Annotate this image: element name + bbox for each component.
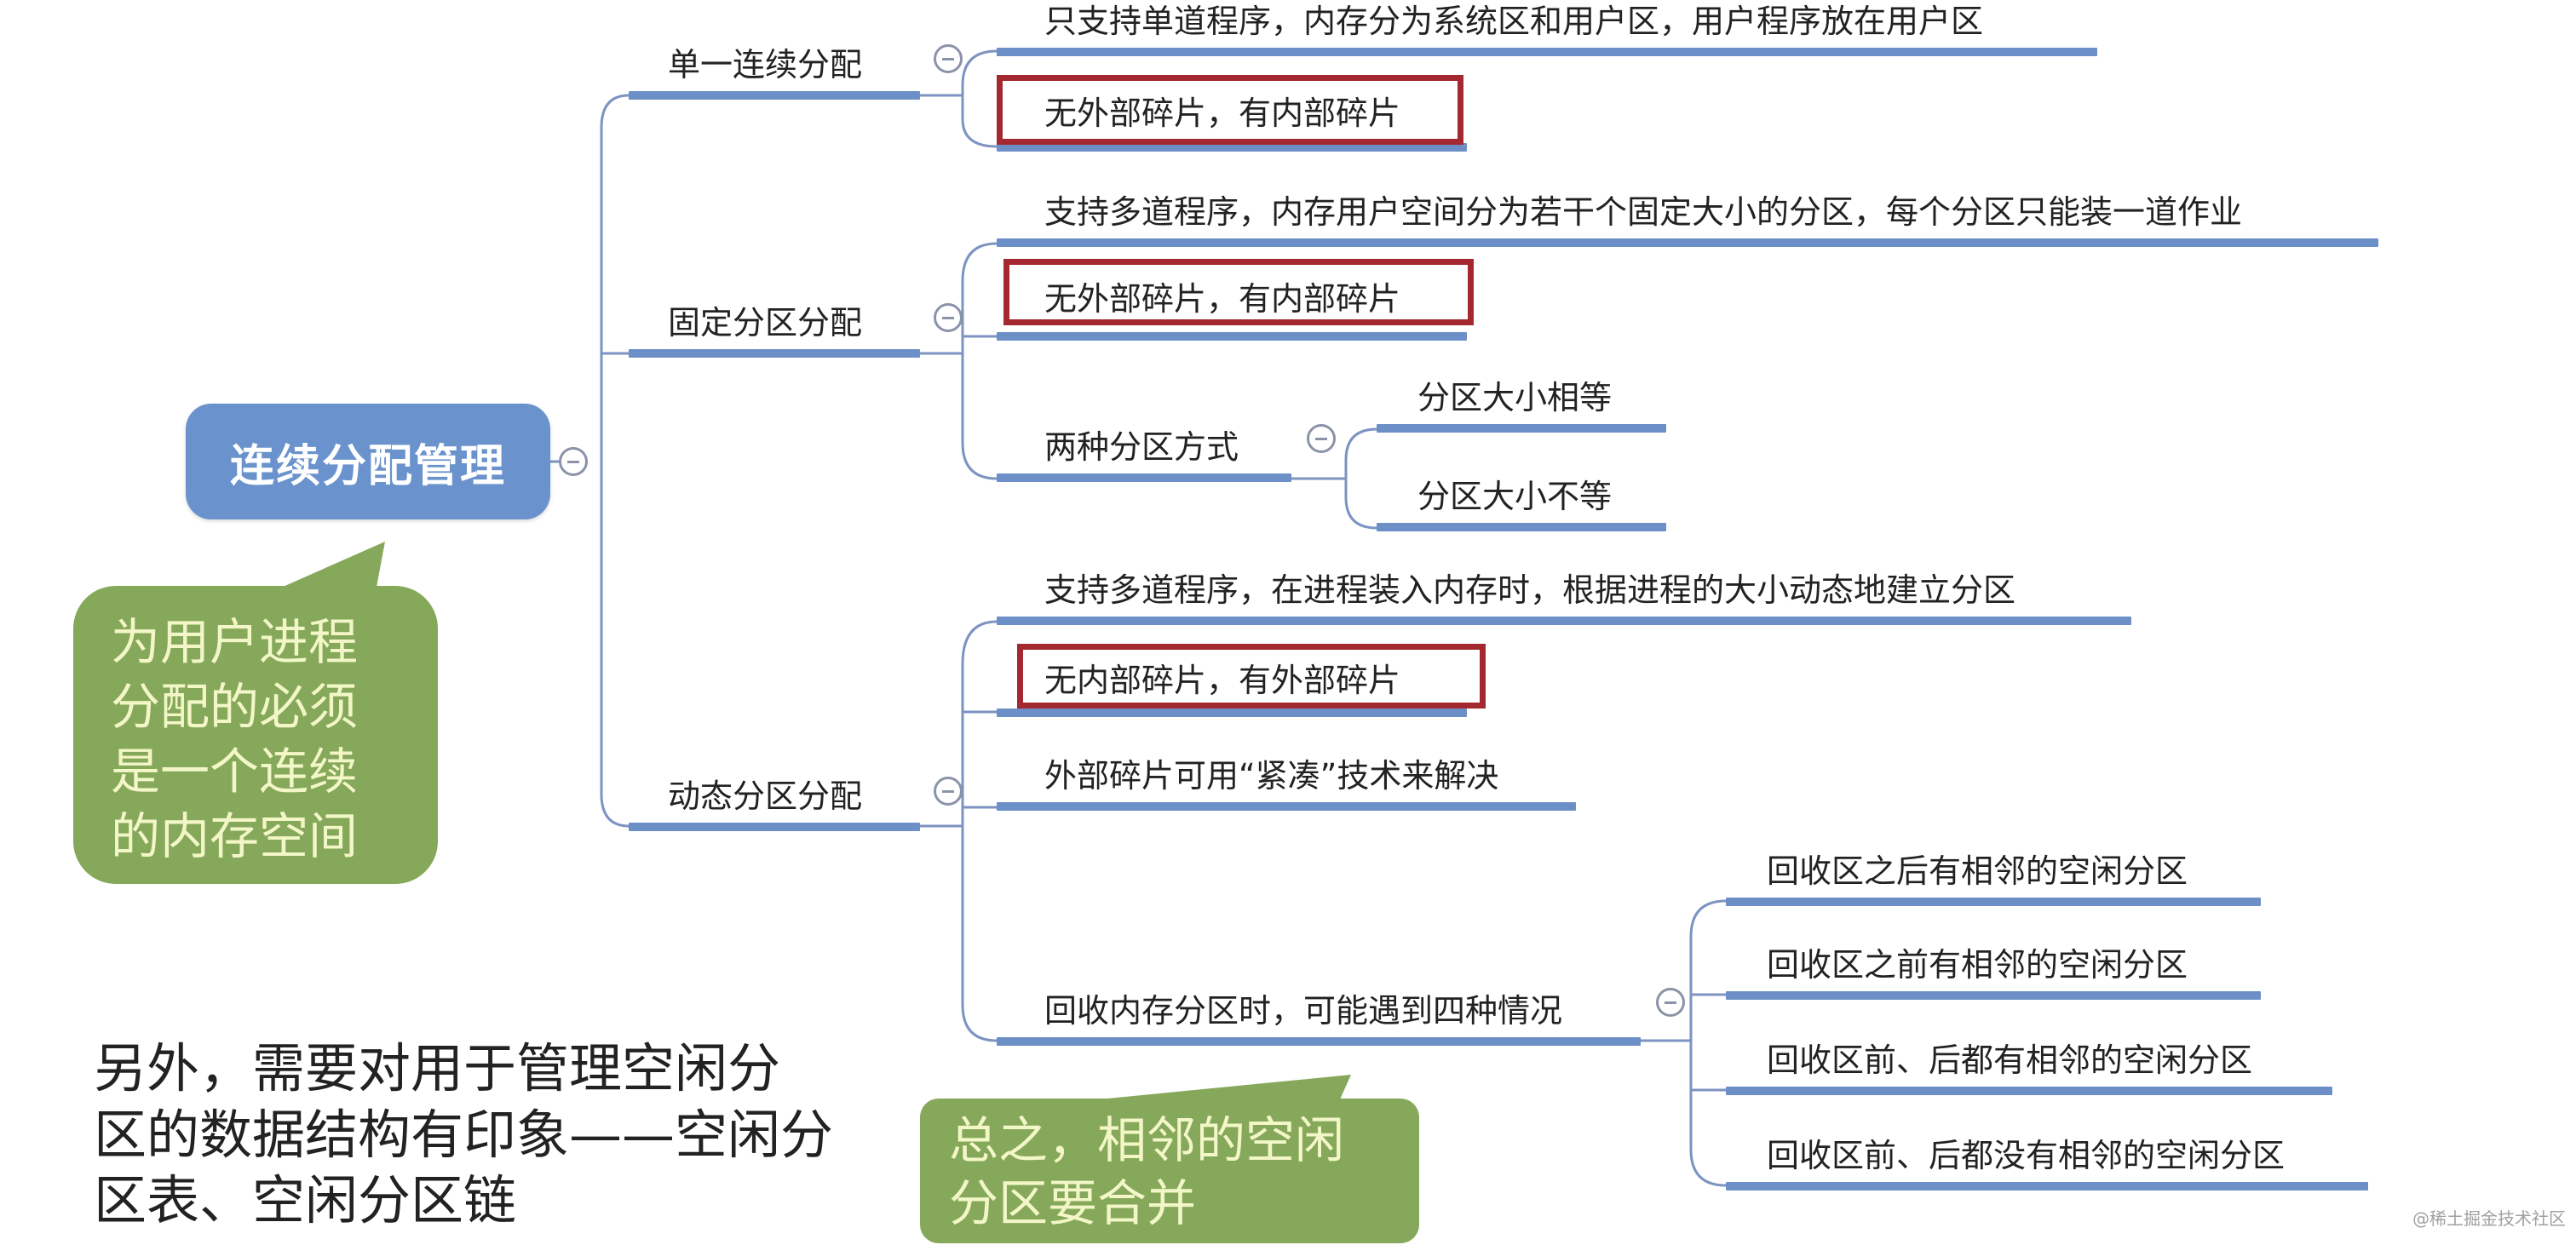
leaf-underline bbox=[997, 143, 1467, 152]
leaf-fixed-fragment[interactable]: 无外部碎片，有内部碎片 bbox=[997, 260, 1467, 341]
leaf-label: 回收区之后有相邻的空闲分区 bbox=[1767, 852, 2188, 890]
highlight-box bbox=[1003, 259, 1474, 325]
branch-fixed-partition[interactable]: 固定分区分配 bbox=[629, 298, 920, 358]
leaf-label: 两种分区方式 bbox=[1044, 428, 1239, 466]
leaf-label: 外部碎片可用“紧凑”技术来解决 bbox=[1044, 757, 1499, 795]
watermark: @稀土掘金技术社区 bbox=[2412, 1208, 2566, 1229]
leaf-label: 无外部碎片，有内部碎片 bbox=[1044, 95, 1401, 132]
leaf-compaction[interactable]: 外部碎片可用“紧凑”技术来解决 bbox=[997, 743, 1576, 811]
callout-merge-note: 总之，相邻的空闲 分区要合并 bbox=[920, 1099, 1419, 1243]
branch-label: 动态分区分配 bbox=[668, 777, 863, 815]
leaf-label: 只支持单道程序，内存分为系统区和用户区，用户程序放在用户区 bbox=[1044, 3, 1984, 40]
callout-line: 是一个连续 bbox=[111, 743, 359, 800]
collapse-icon[interactable] bbox=[934, 777, 963, 806]
callout-line: 为用户进程 bbox=[111, 613, 359, 671]
branch-single-contiguous[interactable]: 单一连续分配 bbox=[629, 34, 920, 100]
footnote-free-partition: 另外，需要对用于管理空闲分 区的数据结构有印象——空闲分 区表、空闲分区链 bbox=[94, 1036, 833, 1234]
footnote-line: 另外，需要对用于管理空闲分 bbox=[94, 1037, 781, 1099]
leaf-case-neither[interactable]: 回收区前、后都没有相邻的空闲分区 bbox=[1726, 1122, 2368, 1190]
branch-underline bbox=[629, 91, 920, 100]
leaf-underline bbox=[997, 48, 2097, 56]
leaf-case-both[interactable]: 回收区前、后都有相邻的空闲分区 bbox=[1726, 1027, 2332, 1095]
leaf-label: 支持多道程序，在进程装入内存时，根据进程的大小动态地建立分区 bbox=[1044, 571, 2016, 609]
leaf-underline bbox=[1726, 1087, 2332, 1095]
leaf-label: 分区大小相等 bbox=[1417, 379, 1613, 416]
branch-label: 单一连续分配 bbox=[668, 46, 863, 83]
leaf-unequal-size[interactable]: 分区大小不等 bbox=[1377, 468, 1666, 531]
leaf-label: 无内部碎片，有外部碎片 bbox=[1044, 662, 1401, 699]
leaf-underline bbox=[997, 1037, 1641, 1046]
leaf-dynamic-fragment[interactable]: 无内部碎片，有外部碎片 bbox=[997, 645, 1467, 717]
branch-dynamic-partition[interactable]: 动态分区分配 bbox=[629, 770, 920, 831]
leaf-underline bbox=[1726, 991, 2261, 1000]
footnote-line: 区表、空闲分区链 bbox=[94, 1169, 517, 1231]
leaf-dynamic-desc[interactable]: 支持多道程序，在进程装入内存时，根据进程的大小动态地建立分区 bbox=[997, 559, 2131, 625]
highlight-box bbox=[1017, 644, 1486, 709]
leaf-label: 回收区之前有相邻的空闲分区 bbox=[1767, 946, 2188, 984]
highlight-box bbox=[997, 75, 1463, 145]
collapse-icon[interactable] bbox=[1307, 424, 1336, 453]
branch-underline bbox=[629, 823, 920, 831]
leaf-label: 回收区前、后都没有相邻的空闲分区 bbox=[1767, 1137, 2286, 1174]
leaf-label: 分区大小不等 bbox=[1417, 478, 1613, 515]
leaf-two-partition-modes[interactable]: 两种分区方式 bbox=[997, 417, 1291, 482]
root-label: 连续分配管理 bbox=[229, 440, 506, 492]
root-node[interactable]: 连续分配管理 bbox=[186, 404, 550, 519]
leaf-label: 回收区前、后都有相邻的空闲分区 bbox=[1767, 1041, 2253, 1079]
callout-contiguous-note: 为用户进程 分配的必须 是一个连续 的内存空间 bbox=[73, 586, 438, 884]
leaf-underline bbox=[997, 473, 1291, 482]
leaf-case-before[interactable]: 回收区之前有相邻的空闲分区 bbox=[1726, 932, 2261, 1000]
leaf-recycle-cases[interactable]: 回收内存分区时，可能遇到四种情况 bbox=[997, 978, 1641, 1046]
branch-underline bbox=[629, 349, 920, 358]
collapse-icon[interactable] bbox=[1656, 988, 1685, 1017]
leaf-underline bbox=[997, 709, 1467, 717]
leaf-underline bbox=[997, 802, 1576, 811]
leaf-fixed-desc[interactable]: 支持多道程序，内存用户空间分为若干个固定大小的分区，每个分区只能装一道作业 bbox=[997, 182, 2378, 247]
leaf-single-fragment[interactable]: 无外部碎片，有内部碎片 bbox=[997, 77, 1467, 152]
collapse-icon[interactable] bbox=[934, 44, 963, 73]
leaf-underline bbox=[997, 332, 1467, 341]
leaf-case-after[interactable]: 回收区之后有相邻的空闲分区 bbox=[1726, 838, 2261, 906]
footnote-line: 区的数据结构有印象——空闲分 bbox=[94, 1103, 834, 1166]
callout-line: 总之，相邻的空闲 bbox=[949, 1111, 1345, 1169]
leaf-underline bbox=[1377, 424, 1666, 433]
callout-line: 分配的必须 bbox=[111, 678, 359, 736]
leaf-underline bbox=[1726, 898, 2261, 906]
leaf-equal-size[interactable]: 分区大小相等 bbox=[1377, 371, 1666, 433]
callout-line: 的内存空间 bbox=[111, 807, 359, 865]
leaf-single-desc[interactable]: 只支持单道程序，内存分为系统区和用户区，用户程序放在用户区 bbox=[997, 0, 2097, 56]
leaf-label: 回收内存分区时，可能遇到四种情况 bbox=[1044, 992, 1563, 1030]
leaf-underline bbox=[1726, 1182, 2368, 1190]
leaf-label: 支持多道程序，内存用户空间分为若干个固定大小的分区，每个分区只能装一道作业 bbox=[1044, 193, 2243, 231]
callout-line: 分区要合并 bbox=[949, 1174, 1197, 1232]
collapse-icon[interactable] bbox=[934, 303, 963, 332]
branch-label: 固定分区分配 bbox=[668, 304, 863, 341]
collapse-icon[interactable] bbox=[559, 447, 588, 476]
leaf-underline bbox=[997, 238, 2378, 247]
leaf-underline bbox=[1377, 523, 1666, 531]
leaf-label: 无外部碎片，有内部碎片 bbox=[1044, 280, 1401, 318]
leaf-underline bbox=[997, 617, 2131, 625]
